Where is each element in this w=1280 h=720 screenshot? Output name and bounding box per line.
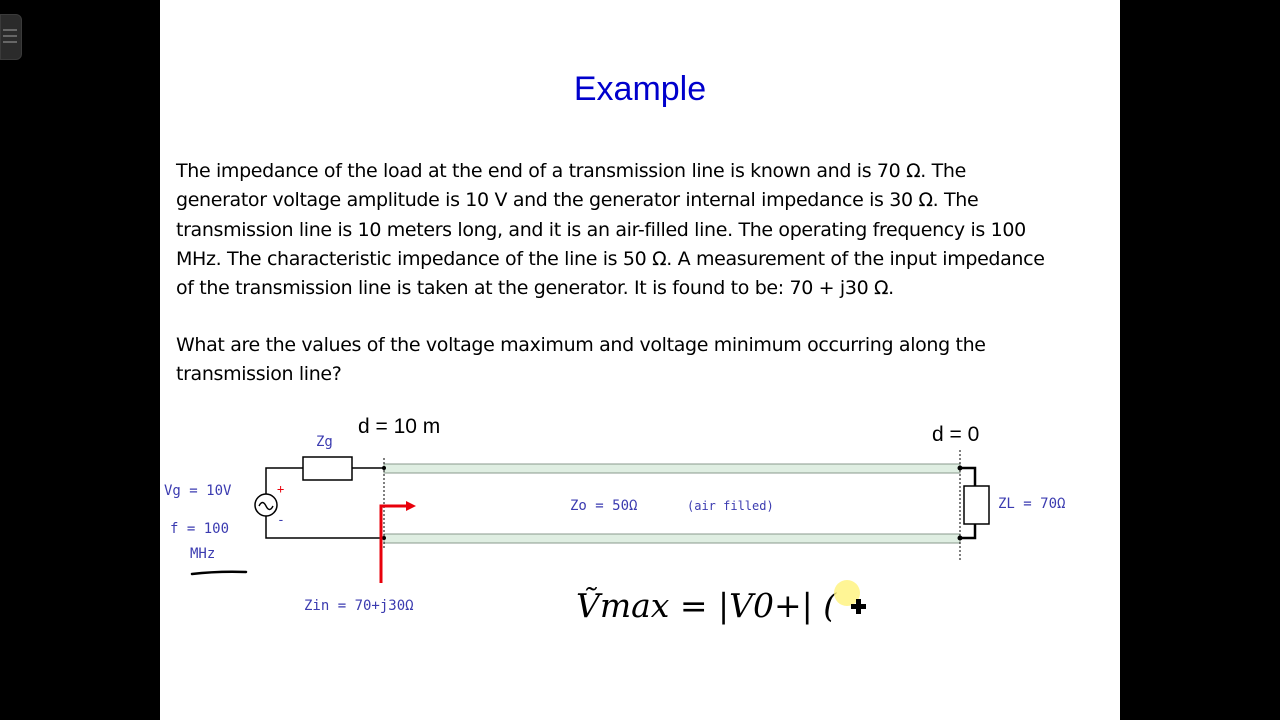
zg-label: Zg — [316, 434, 333, 450]
frequency-label: f = 100 — [170, 521, 229, 537]
arrow-head-icon — [406, 501, 416, 511]
mhz-label: MHz — [190, 546, 215, 562]
side-panel-handle[interactable] — [0, 14, 22, 60]
problem-line-5: of the transmission line is taken at the… — [176, 277, 894, 300]
top-conductor — [383, 463, 961, 474]
input-node-bottom — [382, 536, 386, 540]
zo-label: Zo = 50Ω — [570, 498, 637, 514]
handwritten-vmax-equation: Ṽmax = |V0+| ( — [576, 586, 837, 625]
bottom-conductor — [383, 533, 961, 544]
question-text: What are the values of the voltage maxim… — [176, 331, 1112, 390]
vg-label: Vg = 10V — [164, 483, 232, 499]
question-line-2: transmission line? — [176, 363, 342, 386]
handwritten-underline — [190, 570, 248, 576]
input-node-top — [382, 466, 386, 470]
d-left-label: d = 10 m — [358, 415, 440, 438]
generator-bottom-wire — [265, 516, 384, 539]
question-line-1: What are the values of the voltage maxim… — [176, 334, 986, 356]
problem-statement: The impedance of the load at the end of … — [176, 157, 1112, 303]
load-resistor — [963, 485, 990, 525]
zg-resistor — [302, 456, 353, 481]
generator-top-wire — [265, 467, 303, 494]
load-bottom-wire — [960, 524, 977, 540]
problem-line-3: transmission line is 10 meters long, and… — [176, 218, 1026, 241]
pen-cursor-icon — [851, 599, 866, 614]
input-measurement-arrow — [379, 504, 406, 583]
minus-sign: - — [277, 513, 285, 528]
problem-line-2: generator voltage amplitude is 10 V and … — [176, 189, 979, 212]
plus-sign: + — [277, 482, 284, 496]
load-top-wire — [960, 466, 977, 486]
cursor-highlight — [834, 580, 860, 606]
slide-title: Example — [573, 70, 707, 108]
air-filled-label: (air filled) — [687, 499, 774, 513]
zl-label: ZL = 70Ω — [998, 496, 1065, 512]
problem-line-4: MHz. The characteristic impedance of the… — [176, 247, 1045, 270]
ac-wave-icon — [258, 501, 274, 511]
problem-line-1: The impedance of the load at the end of … — [176, 160, 966, 182]
d-right-label: d = 0 — [932, 423, 979, 446]
zin-label: Zin = 70+j30Ω — [304, 598, 414, 614]
transmission-line-diagram: d = 10 m d = 0 Zg + - Vg = 10V f = 100 M… — [164, 415, 1065, 625]
presentation-slide: Example The impedance of the load at the… — [160, 0, 1120, 720]
